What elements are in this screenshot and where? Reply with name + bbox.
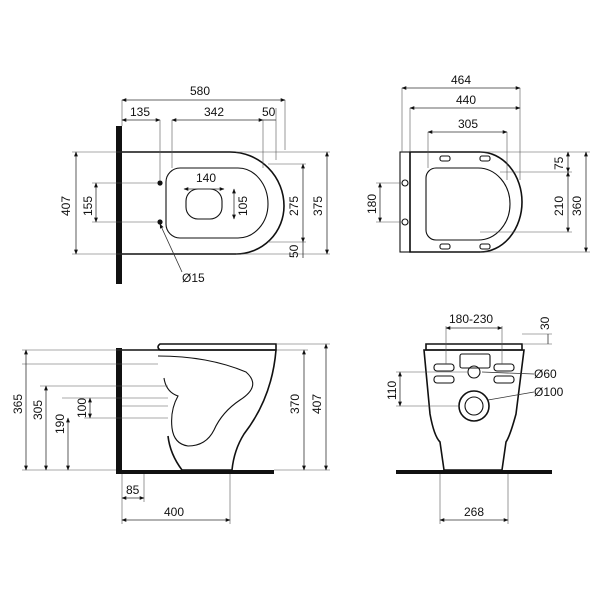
seat-dim-360-label: 360 — [570, 196, 584, 216]
side-dim-400-label: 400 — [164, 505, 184, 519]
top-dim-275-label: 275 — [287, 196, 301, 216]
seat-buffer-4 — [479, 243, 491, 250]
top-view-fixing-hole-upper — [157, 180, 163, 186]
back-dim-60-leader — [481, 371, 535, 375]
seat-view: 464 440 305 75 210 360 180 — [365, 73, 590, 253]
seat-outer-outline — [409, 151, 523, 253]
top-dim-375-label: 375 — [311, 196, 325, 216]
side-view-bowl-outline — [122, 349, 277, 471]
side-dim-365-label: 365 — [11, 394, 25, 414]
side-dim-305-label: 305 — [31, 400, 45, 420]
seat-hinge-lower — [401, 218, 409, 226]
seat-dim-210-label: 210 — [552, 196, 566, 216]
side-view-floor — [116, 470, 274, 474]
top-dim-50-bottom-label: 50 — [287, 244, 301, 258]
seat-buffer-1 — [439, 155, 451, 162]
top-dim-50-top-label: 50 — [262, 105, 276, 119]
back-view-inlet-recess — [459, 353, 491, 369]
side-dim-190-label: 190 — [53, 414, 67, 434]
side-view-bowl-interior — [157, 355, 254, 447]
back-view-slot-left-lower — [433, 375, 455, 384]
top-dim-15-label: Ø15 — [182, 271, 205, 285]
seat-dim-75-label: 75 — [552, 156, 566, 170]
back-view-seat-lid — [425, 343, 523, 351]
top-view-bowl-opening — [185, 188, 223, 220]
side-view-seat-lid — [157, 343, 277, 351]
back-view-body-outline — [423, 349, 525, 471]
top-dim-135-label: 135 — [130, 105, 150, 119]
top-view-bowl-outline — [122, 151, 285, 255]
seat-dim-440-label: 440 — [456, 93, 476, 107]
back-view-slot-left-upper — [433, 363, 455, 372]
top-view-seat-outline — [165, 167, 269, 239]
back-dim-60-label: Ø60 — [534, 367, 557, 381]
top-dim-407-label: 407 — [59, 196, 73, 216]
back-dim-268-label: 268 — [464, 505, 484, 519]
seat-hinge-upper — [401, 179, 409, 187]
top-dim-105-label: 105 — [236, 196, 250, 216]
top-view: 580 135 342 50 140 105 155 407 275 — [59, 84, 330, 285]
top-view-wall — [116, 126, 122, 284]
side-dim-100-label: 100 — [75, 398, 89, 418]
back-view-floor — [396, 470, 552, 474]
side-dim-370-label: 370 — [288, 394, 302, 414]
back-dim-30-label: 30 — [538, 316, 552, 330]
top-dim-580-label: 580 — [190, 84, 210, 98]
seat-buffer-2 — [479, 155, 491, 162]
back-dim-100-leader — [487, 391, 535, 401]
seat-inner-outline — [425, 167, 511, 241]
side-dim-407-label: 407 — [310, 394, 324, 414]
back-view-outlet-outer — [458, 390, 490, 422]
side-view-wall — [116, 348, 122, 474]
side-view: 365 305 190 100 370 407 85 400 — [11, 343, 330, 524]
back-view-outlet-inner — [464, 396, 484, 416]
back-view-slot-right-lower — [493, 375, 515, 384]
back-dim-110-label: 110 — [385, 381, 399, 400]
side-dim-85-label: 85 — [126, 483, 140, 497]
top-dim-155-label: 155 — [81, 196, 95, 216]
back-dim-180-label: 180-230 — [449, 312, 493, 326]
top-dim-15-leader — [159, 223, 183, 273]
top-view-fixing-hole-lower — [157, 219, 163, 225]
top-dim-342-label: 342 — [204, 105, 224, 119]
seat-buffer-3 — [439, 243, 451, 250]
seat-dim-305-label: 305 — [458, 117, 478, 131]
side-view-inlet-pipe — [122, 385, 168, 407]
seat-dim-464-label: 464 — [451, 73, 471, 87]
top-dim-140-label: 140 — [196, 171, 216, 185]
seat-hinge-plate — [399, 151, 411, 253]
back-view: 180-230 30 Ø60 Ø100 110 268 — [385, 312, 564, 524]
back-view-slot-right-upper — [493, 363, 515, 372]
seat-dim-180-label: 180 — [365, 194, 379, 214]
back-dim-100-label: Ø100 — [534, 385, 564, 399]
